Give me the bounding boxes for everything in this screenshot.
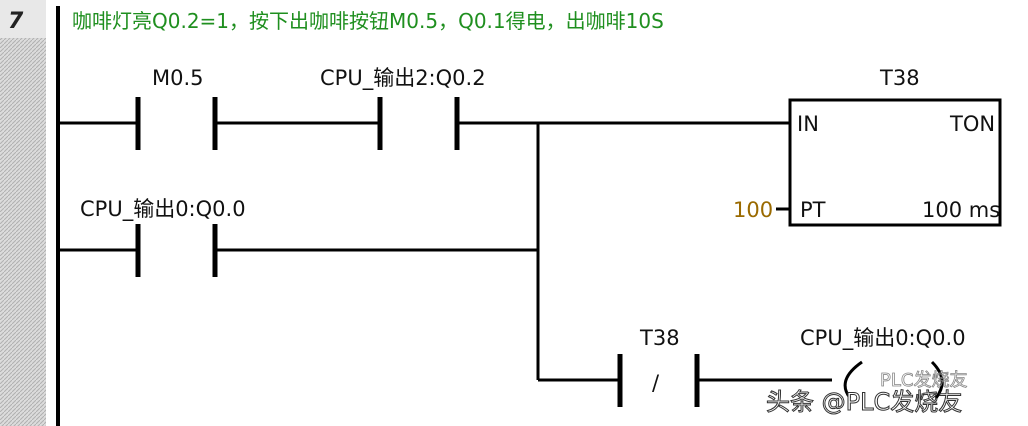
- contact-label: T38: [639, 326, 680, 350]
- timer-ton-t38[interactable]: T38 IN TON PT 100 ms: [788, 66, 1002, 227]
- contact-label: CPU_输出2:Q0.2: [320, 66, 486, 91]
- contact-m0-5[interactable]: M0.5: [135, 66, 218, 150]
- network-gutter: [0, 0, 46, 426]
- timer-type: TON: [949, 112, 995, 136]
- coil-q0-0[interactable]: CPU_输出0:Q0.0: [800, 326, 966, 399]
- contact-label: M0.5: [152, 66, 204, 90]
- contact-t38-nc[interactable]: / T38: [617, 326, 700, 407]
- timer-name: T38: [879, 66, 920, 90]
- network-comment[interactable]: 咖啡灯亮Q0.2=1，按下出咖啡按钮M0.5，Q0.1得电，出咖啡10S: [72, 9, 664, 33]
- timer-pt-value[interactable]: 100: [733, 198, 773, 222]
- contact-label: CPU_输出0:Q0.0: [80, 197, 246, 222]
- coil-label: CPU_输出0:Q0.0: [800, 326, 966, 351]
- watermark-text: 头条 @PLC发烧友: [766, 388, 962, 416]
- nc-slash-symbol: /: [652, 371, 660, 395]
- network-number[interactable]: 7: [8, 9, 24, 34]
- timer-in-label: IN: [797, 112, 819, 136]
- contact-q0-2[interactable]: CPU_输出2:Q0.2: [320, 66, 486, 150]
- wires: [58, 121, 832, 382]
- timer-resolution: 100 ms: [922, 198, 1000, 222]
- timer-pt-label: PT: [800, 198, 826, 222]
- contact-q0-0[interactable]: CPU_输出0:Q0.0: [80, 197, 246, 277]
- watermark-faint: PLC发烧友: [880, 370, 967, 391]
